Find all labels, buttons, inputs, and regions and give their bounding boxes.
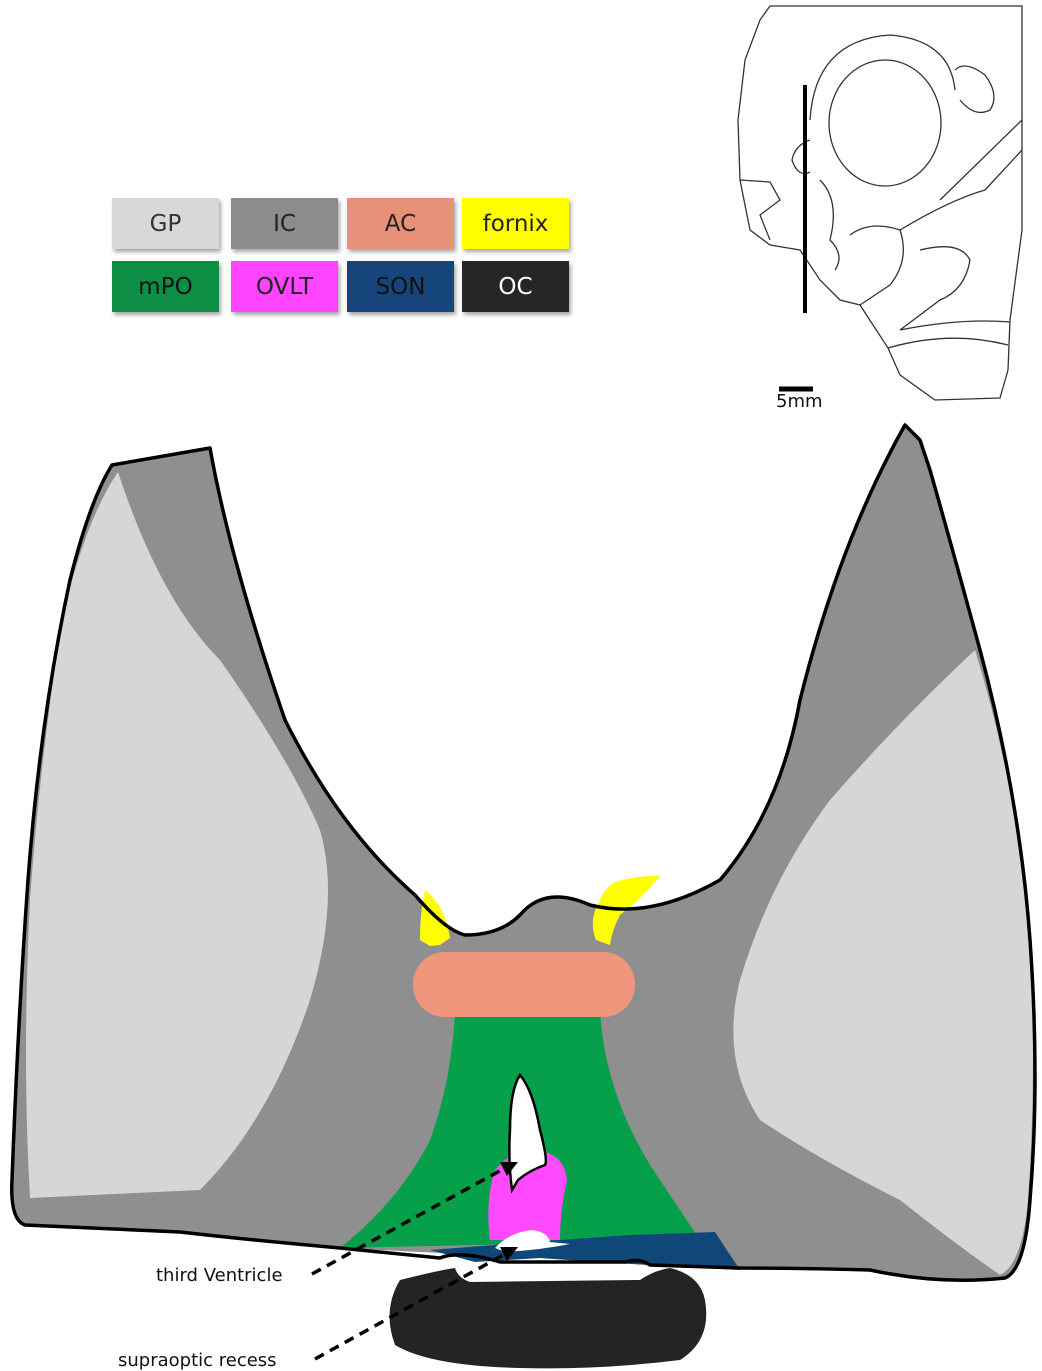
legend-chip-mpo: mPO	[112, 261, 219, 312]
overview-circle	[829, 60, 941, 186]
label-third-ventricle: third Ventricle	[156, 1265, 283, 1286]
legend-chip-oc: OC	[462, 261, 569, 312]
legend-chip-ovlt: OVLT	[231, 261, 338, 312]
scale-bar: 5mm	[776, 389, 823, 412]
region-oc	[390, 1268, 707, 1368]
coronal-section	[12, 425, 1035, 1368]
region-ac	[413, 952, 635, 1017]
legend-chip-gp: GP	[112, 198, 219, 249]
scale-bar-label: 5mm	[776, 391, 823, 412]
overview-sketch	[738, 6, 1022, 400]
legend-chip-ic: IC	[231, 198, 338, 249]
overview-outline	[738, 6, 1022, 400]
legend-chip-son: SON	[347, 261, 454, 312]
overview-ring	[810, 35, 955, 120]
legend-chip-fornix: fornix	[462, 198, 569, 249]
legend-chip-ac: AC	[347, 198, 454, 249]
label-supraoptic-recess: supraoptic recess	[118, 1350, 277, 1371]
